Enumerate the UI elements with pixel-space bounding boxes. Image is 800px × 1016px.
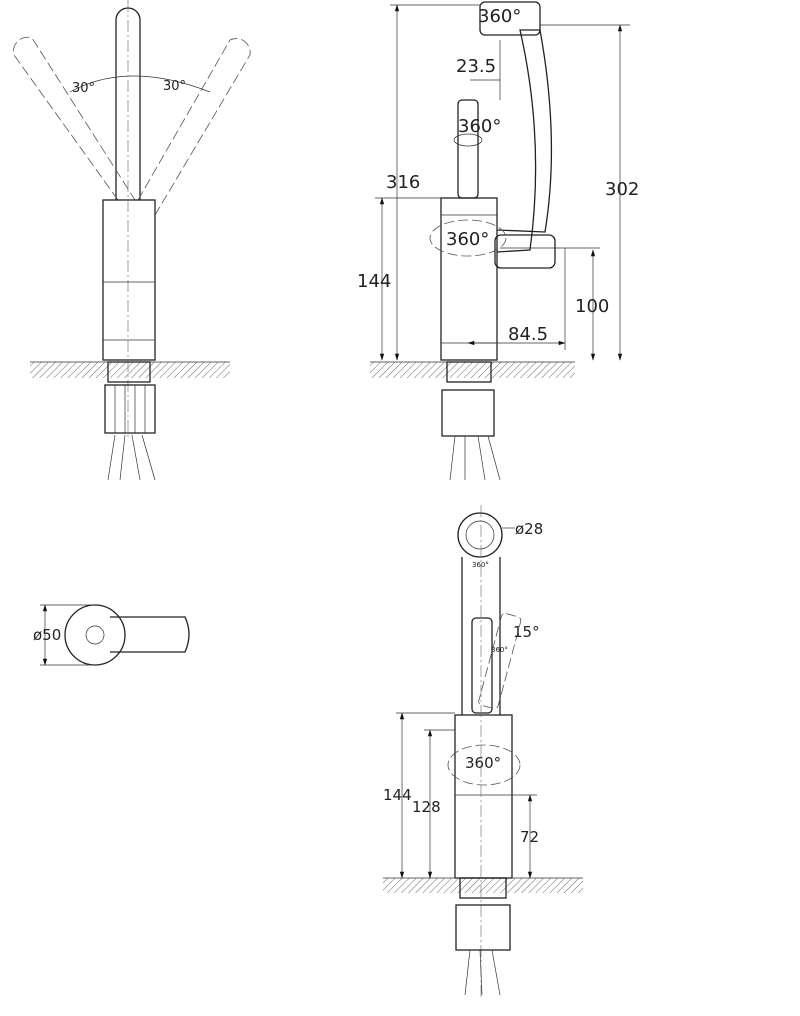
spout-height-label: 302 [605, 179, 639, 200]
outlet-height-label: 100 [575, 296, 609, 317]
spout-diameter-label: ø28 [515, 520, 543, 538]
lever-left-position [13, 36, 136, 201]
handle-rotation-label: 360° [458, 116, 501, 137]
countertop [30, 362, 230, 378]
body-height-label: 144 [383, 786, 412, 804]
plan-view: ø50 [33, 604, 190, 666]
spout-head-circle [457, 512, 503, 558]
countertop [383, 878, 583, 893]
top-rotation-label: 360° [478, 6, 521, 27]
tilt-angle-label: 15° [513, 623, 540, 641]
height-72-label: 72 [520, 828, 539, 846]
spout [496, 29, 553, 253]
lever-handle [457, 99, 479, 199]
body-rotation-label: 360° [446, 229, 489, 250]
countertop [370, 362, 575, 378]
lever-plan [110, 616, 190, 653]
faucet-body [454, 714, 513, 879]
total-height-label: 316 [386, 172, 420, 193]
lever-right-position [137, 38, 251, 216]
faucet-body [102, 199, 156, 361]
mounting-nut [104, 384, 156, 434]
body-rotation-label: 360° [465, 754, 501, 772]
lever-handle [471, 617, 493, 714]
reach-label: 84.5 [508, 324, 548, 345]
side-view: 360° 23.5 360° 360° 316 144 302 100 84.5 [357, 1, 639, 481]
mounting-nut [441, 389, 495, 437]
mounting-nut [455, 904, 511, 951]
base-circle [64, 604, 126, 666]
base-diameter-label: ø50 [33, 626, 61, 644]
spout-head [479, 1, 541, 36]
rear-view: ø28 360° 15° 360° 360° 144 128 72 [383, 505, 583, 1000]
angle-right-label: 30° [163, 79, 186, 94]
spout-rotation-label: 360° [472, 561, 489, 569]
front-view: 30° 30° [13, 0, 251, 481]
angle-left-label: 30° [72, 81, 95, 96]
height-128-label: 128 [412, 798, 441, 816]
handle-rotation-label: 360° [491, 646, 508, 654]
body-height-label: 144 [357, 271, 391, 292]
offset-label: 23.5 [456, 56, 496, 77]
supply-hoses [107, 434, 156, 481]
angle-arc [69, 75, 211, 93]
